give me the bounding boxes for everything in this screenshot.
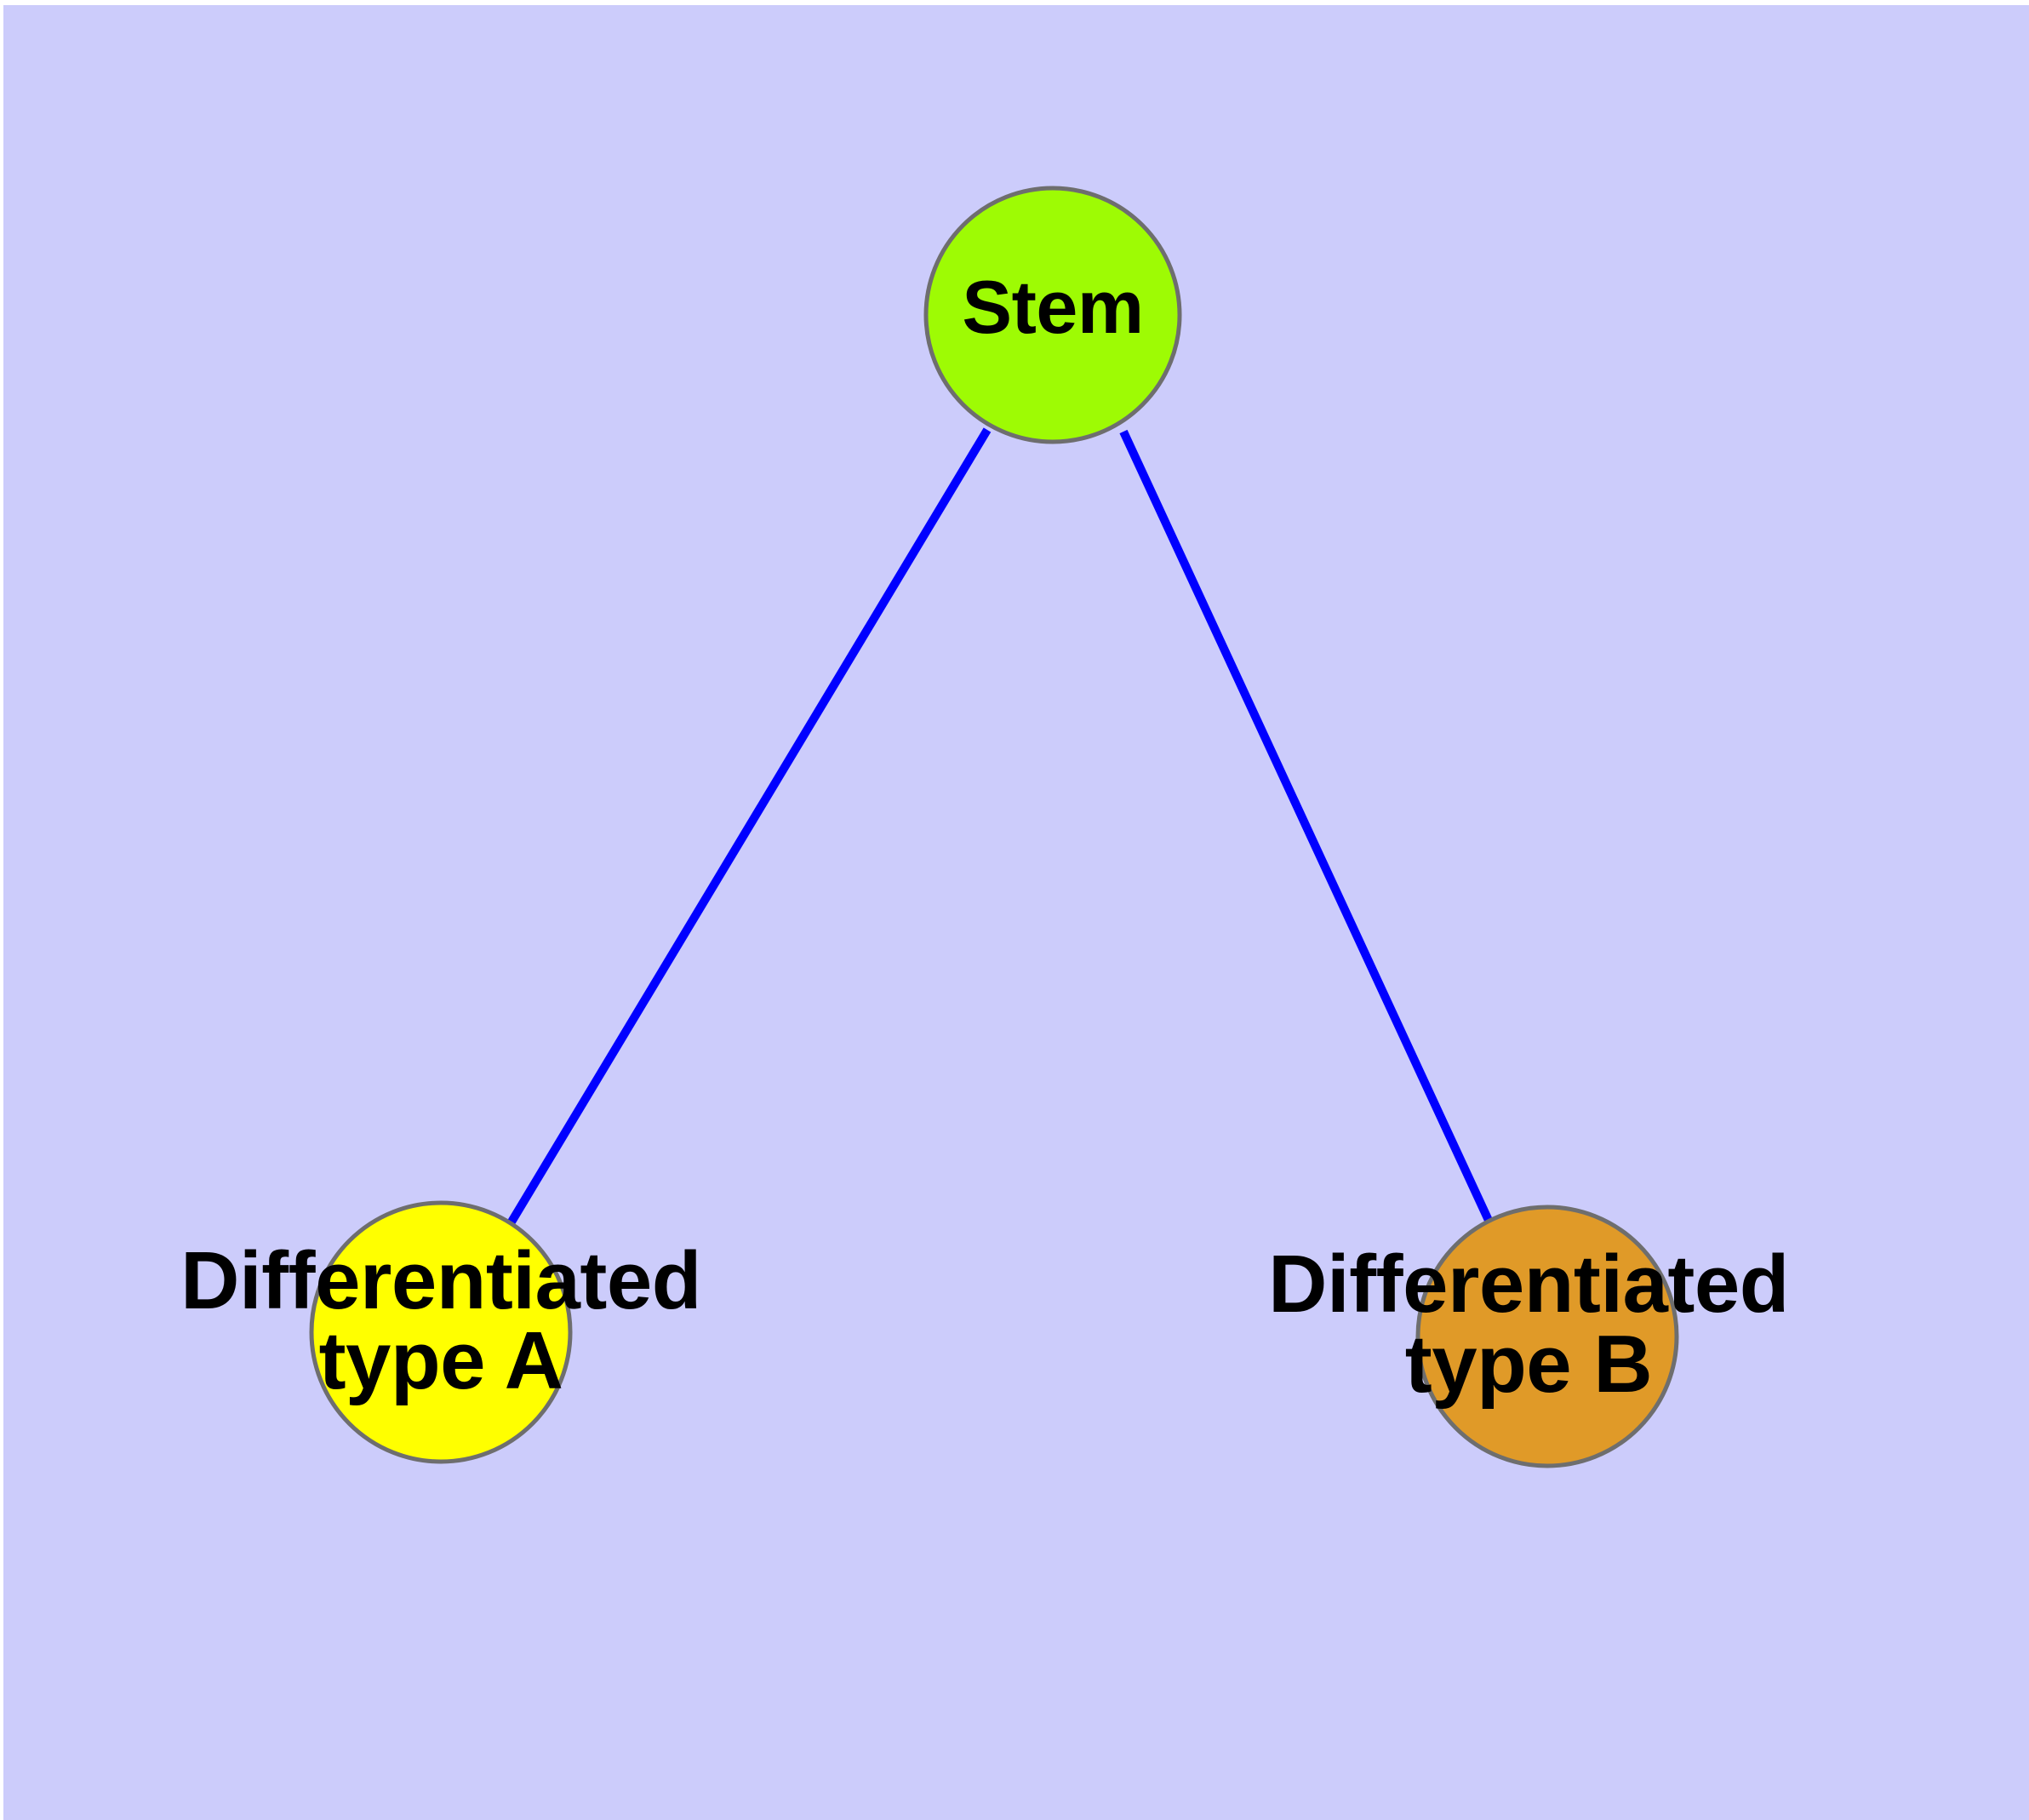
node-stem[interactable] xyxy=(923,186,1182,444)
edges-group xyxy=(506,427,1495,1228)
nodes-group xyxy=(309,186,1679,1468)
node-differentiated-type-a[interactable] xyxy=(309,1200,573,1464)
edge-stem-to-differentiated-type-b xyxy=(1119,429,1495,1228)
node-differentiated-type-b[interactable] xyxy=(1415,1205,1679,1468)
edge-stem-to-differentiated-type-a xyxy=(506,427,992,1226)
